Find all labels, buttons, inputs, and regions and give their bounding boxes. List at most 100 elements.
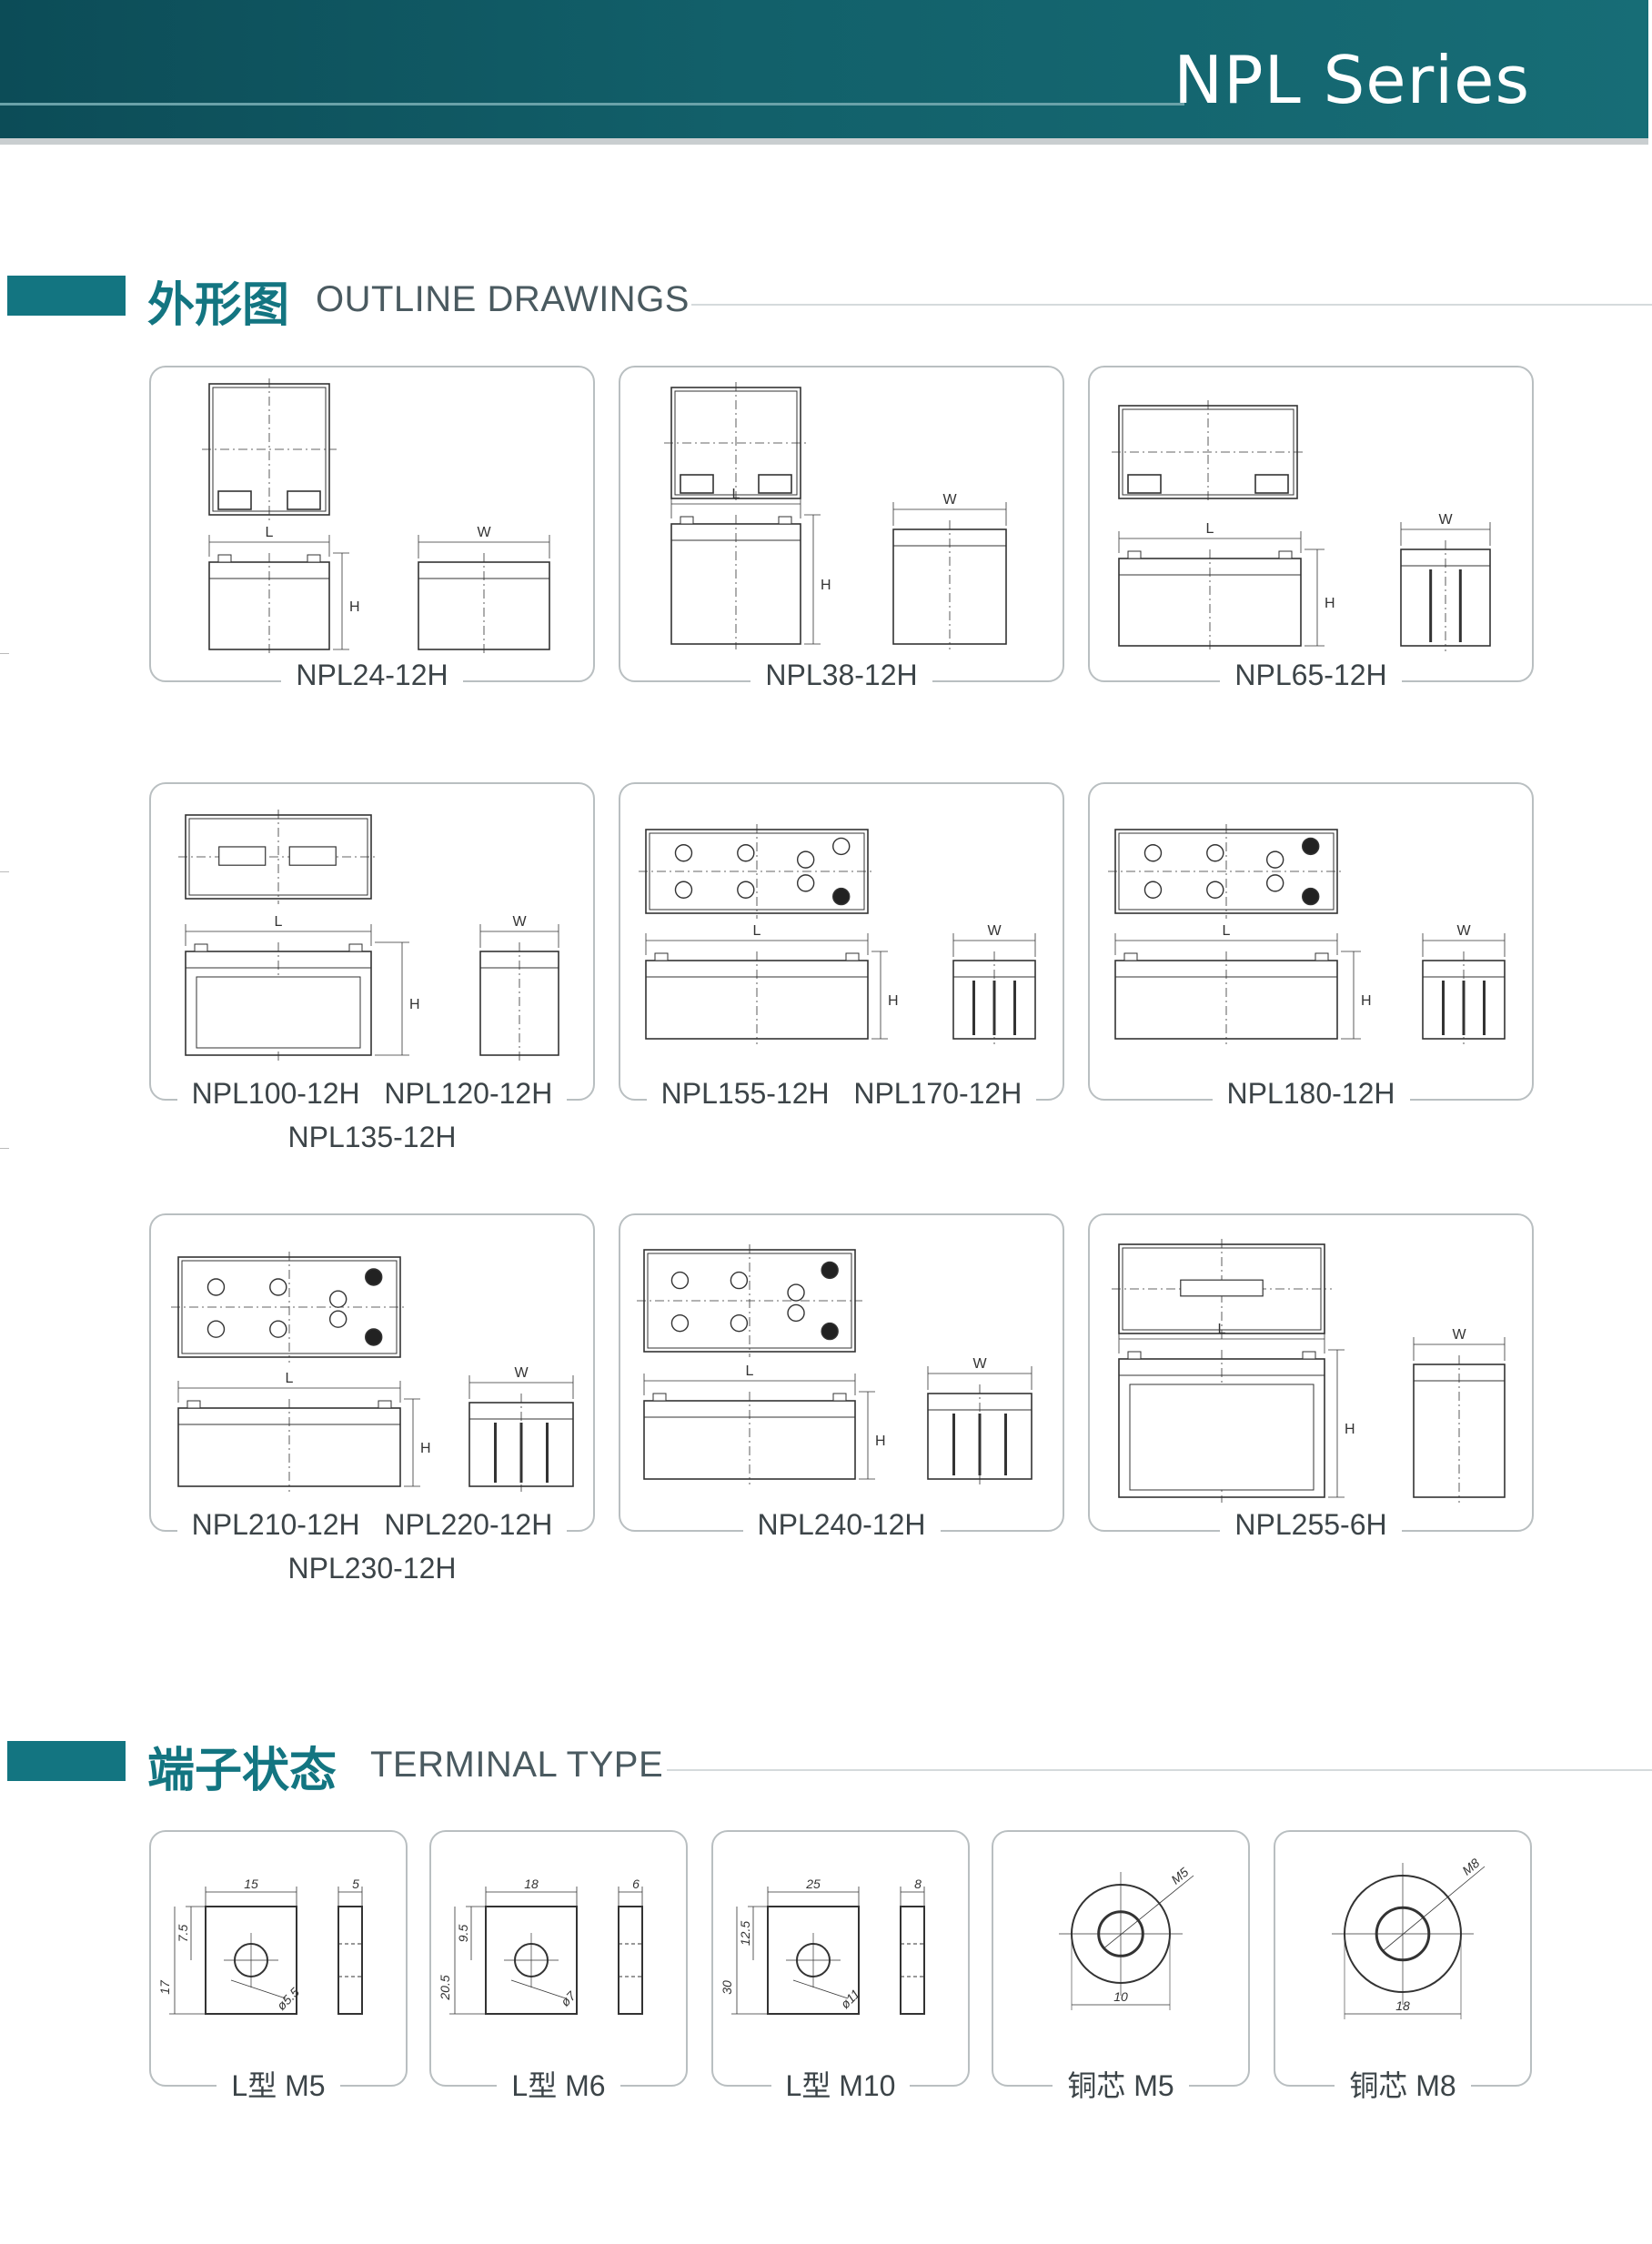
model-label: NPL65-12H	[1090, 659, 1532, 692]
terminal-post	[365, 1268, 383, 1286]
terminal-post	[832, 837, 851, 856]
terminal-block	[217, 490, 252, 510]
dimension-label: 15	[244, 1877, 258, 1891]
dimension-label: W	[514, 1365, 529, 1381]
edge-mark	[0, 1148, 9, 1149]
terminal-post	[1206, 880, 1224, 899]
dimension-label: M8	[1459, 1856, 1482, 1878]
dimension-label: W	[1438, 512, 1453, 528]
dimension-label: 10	[1113, 1989, 1128, 2004]
dimension-label: W	[477, 525, 491, 540]
terminal-stub	[1127, 550, 1142, 559]
terminal-stub	[217, 554, 232, 563]
dimension-label: W	[987, 923, 1002, 939]
outline-drawing: LHW	[1108, 824, 1506, 1044]
terminal-stub	[1315, 952, 1329, 961]
terminal-block	[758, 474, 792, 494]
dimension-label: W	[942, 492, 957, 508]
outline-drawing: LHW	[171, 1252, 574, 1492]
dimension-label: 18	[1395, 1998, 1410, 2013]
model-label: NPL100-12H NPL120-12H	[151, 1077, 593, 1111]
terminal-post	[674, 880, 693, 899]
terminal-block	[287, 490, 321, 510]
dimension-label: H	[1361, 993, 1372, 1009]
dimension-label: 18	[524, 1877, 539, 1891]
terminal-post	[787, 1303, 805, 1323]
dimension-label: L	[266, 525, 274, 540]
terminal-name: L型 M5	[217, 2069, 340, 2102]
model-name: NPL210-12H NPL220-12H	[176, 1508, 568, 1541]
terminal-post	[796, 850, 815, 869]
terminal-stub	[348, 943, 363, 952]
terminal-post	[737, 844, 755, 862]
dimension-label: M5	[1168, 1865, 1191, 1887]
terminal-label: L型 M5	[151, 2063, 406, 2105]
dimension-label: 30	[720, 1980, 734, 1995]
header-rule	[0, 103, 1184, 106]
dimension-label: H	[1345, 1422, 1355, 1437]
terminal-stub	[1127, 1351, 1142, 1360]
handle-slot	[218, 846, 267, 866]
terminal-stub	[778, 516, 792, 525]
terminal-post	[269, 1278, 287, 1296]
terminal-drawing: M8 18	[1332, 1856, 1486, 2019]
dimension-label: L	[286, 1371, 294, 1386]
terminal-block	[1127, 474, 1162, 494]
dimension-label: L	[1218, 1322, 1226, 1337]
terminal-post	[821, 1261, 839, 1280]
terminal-post	[796, 874, 815, 892]
model-label: NPL180-12H	[1090, 1077, 1532, 1111]
terminal-stub	[307, 554, 321, 563]
outline-drawing: LHW	[639, 824, 1036, 1044]
dimension-label: H	[875, 1434, 886, 1449]
terminal-block	[680, 474, 714, 494]
terminal-label: L型 M10	[713, 2063, 968, 2105]
thread-leader	[1382, 1866, 1486, 1952]
terminal-post	[1143, 880, 1163, 899]
dimension-label: H	[821, 578, 831, 593]
terminal-post	[674, 844, 693, 862]
terminal-label: 铜芯 M8	[1275, 2063, 1530, 2105]
dimension-label: 8	[914, 1877, 922, 1891]
front-panel	[1129, 1384, 1315, 1491]
outline-drawing: LHW	[664, 382, 1007, 649]
model-name: NPL24-12H	[281, 659, 463, 691]
terminal-block	[1254, 474, 1289, 494]
terminal-post	[1302, 837, 1320, 856]
edge-mark	[0, 871, 9, 872]
terminal-post	[730, 1313, 749, 1333]
terminal-post	[365, 1328, 383, 1346]
terminal-post	[1206, 844, 1224, 862]
terminal-section-header: 端子状态 TERMINAL TYPE	[0, 1732, 1652, 1798]
dimension-label: W	[972, 1356, 987, 1372]
dimension-label: W	[1452, 1327, 1466, 1343]
terminal-stub	[832, 1393, 847, 1402]
model-name-secondary: NPL135-12H	[287, 1121, 457, 1153]
outline-drawing: LHW	[1112, 400, 1491, 651]
terminal-card: M8 18 铜芯 M8	[1274, 1830, 1532, 2102]
dimension-label: H	[1325, 596, 1335, 611]
terminal-stub	[845, 952, 860, 961]
terminal-stub	[194, 943, 208, 952]
handle-slot	[1180, 1279, 1264, 1297]
model-label: NPL24-12H	[151, 659, 593, 692]
section-bar	[7, 276, 126, 316]
dimension-label: 6	[632, 1877, 640, 1891]
terminal-side	[900, 1906, 925, 2015]
dimension-label: L	[1223, 923, 1231, 939]
terminal-post	[1302, 887, 1320, 906]
outline-drawing: LHW	[178, 810, 559, 1061]
terminal-post	[737, 880, 755, 899]
terminal-stub	[1302, 1351, 1316, 1360]
